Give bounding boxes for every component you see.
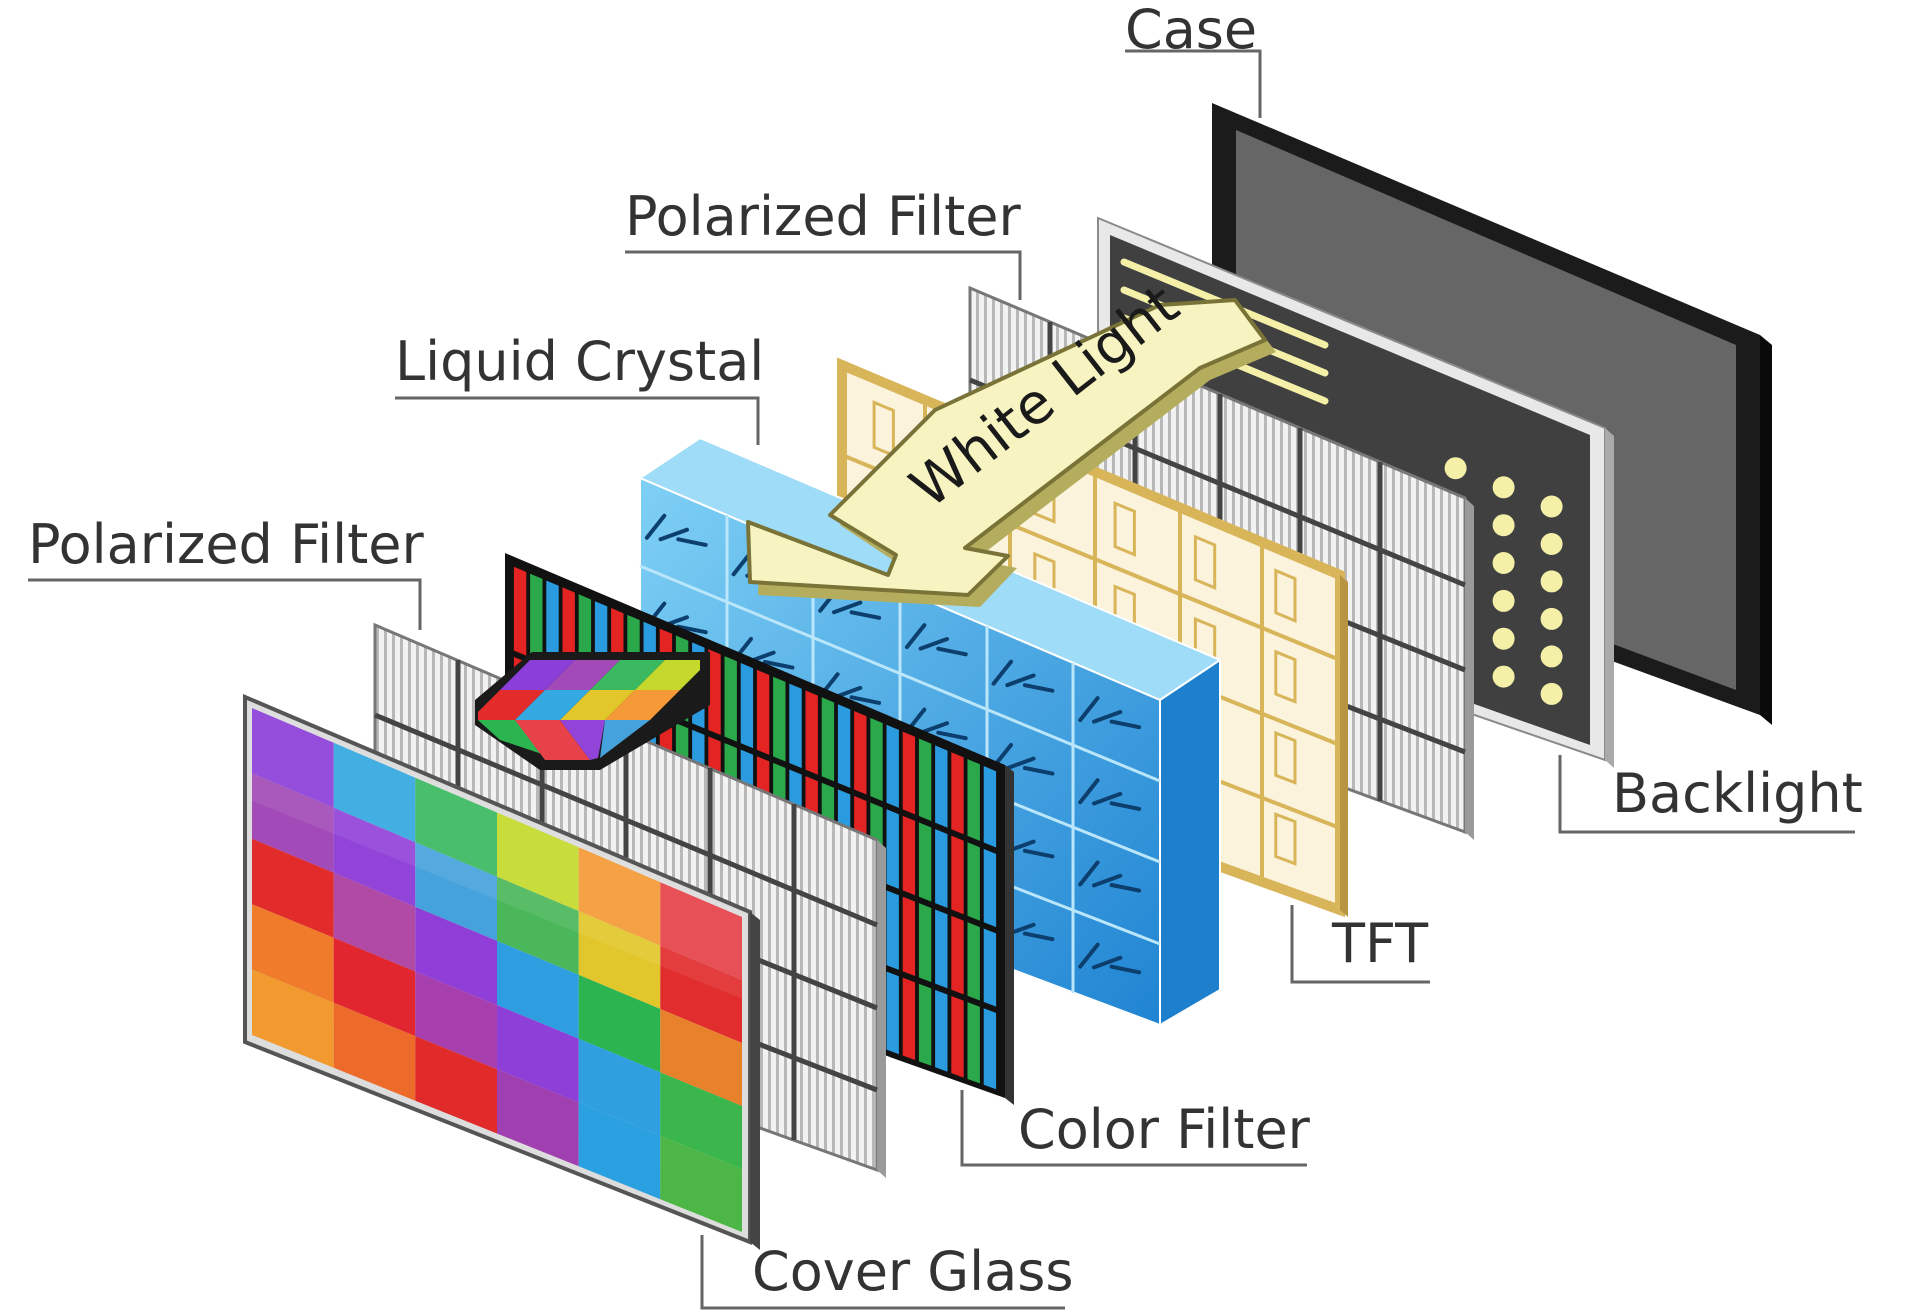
label-case-text: Case — [1125, 0, 1257, 61]
color-arrow-tile — [500, 660, 575, 690]
cover-glass-cell — [660, 945, 742, 1043]
cover-glass-cell — [497, 1005, 579, 1103]
color-arrow-tile — [605, 690, 680, 720]
color-arrow-tile — [560, 690, 635, 720]
label-polarized-filter-back-text: Polarized Filter — [625, 185, 1022, 248]
cover-glass-cell — [497, 1069, 579, 1167]
cover-glass-cell — [578, 911, 661, 1009]
label-polarized-filter-back: Polarized Filter — [625, 185, 1022, 300]
label-case: Case — [1125, 0, 1262, 118]
cover-glass-cell — [252, 773, 334, 873]
backlight-led — [1492, 665, 1515, 688]
label-polarized-filter-front: Polarized Filter — [28, 513, 425, 630]
colored-light-arrow — [475, 652, 710, 770]
color-arrow-tile — [515, 690, 590, 720]
cover-glass-cell — [578, 1038, 661, 1136]
cover-glass-cell — [660, 1135, 742, 1232]
cover-glass-cell — [578, 1102, 661, 1200]
backlight-led — [1492, 476, 1515, 499]
cover-glass-cell — [660, 1009, 742, 1106]
color-arrow-tile — [560, 720, 605, 760]
color-arrow-tile — [635, 660, 700, 690]
label-tft-text: TFT — [1331, 912, 1429, 975]
label-cover-glass-text: Cover Glass — [752, 1240, 1074, 1303]
label-polarized-filter-front-text: Polarized Filter — [28, 513, 425, 576]
cover-glass-cell — [333, 1002, 416, 1101]
backlight-led — [1492, 589, 1515, 612]
cover-glass-cell — [578, 974, 661, 1073]
cover-glass-cell — [497, 876, 579, 975]
color-arrow-tile — [590, 660, 665, 690]
backlight-led — [1540, 570, 1563, 593]
cover-glass-cell — [333, 872, 416, 972]
color-arrow-tile — [545, 660, 620, 690]
cover-glass-cell — [497, 812, 579, 912]
cover-glass-cell — [252, 904, 334, 1003]
cover-glass-cell — [415, 842, 497, 941]
color-arrow-tile — [478, 690, 545, 720]
cover-glass-cell — [252, 969, 334, 1068]
cover-glass-cell — [578, 847, 661, 946]
cover-glass-cell — [415, 906, 497, 1006]
label-color-filter: Color Filter — [960, 1090, 1311, 1167]
cover-glass-cell — [415, 777, 497, 877]
cover-glass-cell — [252, 838, 334, 938]
label-color-filter-text: Color Filter — [1018, 1098, 1311, 1161]
label-backlight-text: Backlight — [1612, 762, 1863, 825]
label-liquid-crystal: Liquid Crystal — [395, 330, 764, 445]
label-tft: TFT — [1290, 905, 1430, 984]
backlight-led — [1492, 552, 1515, 574]
cover-glass-cell — [497, 940, 579, 1039]
backlight-led — [1540, 607, 1563, 630]
label-liquid-crystal-text: Liquid Crystal — [395, 330, 764, 393]
color-arrow-tile — [600, 720, 650, 758]
backlight-led — [1540, 682, 1563, 705]
backlight-led — [1444, 457, 1467, 480]
label-backlight: Backlight — [1558, 755, 1863, 834]
backlight-led — [1540, 495, 1563, 518]
cover-glass-cell — [660, 1072, 742, 1169]
cover-glass-cell — [333, 807, 416, 907]
cover-glass-cell — [333, 937, 416, 1037]
backlight-led — [1492, 514, 1515, 537]
cover-glass-cell — [415, 1036, 497, 1134]
label-cover-glass: Cover Glass — [700, 1235, 1074, 1310]
cover-glass-cell — [415, 971, 497, 1070]
cover-glass-layer — [243, 693, 760, 1250]
cover-glass-cell — [333, 742, 416, 843]
color-arrow-tile — [515, 720, 590, 760]
backlight-led — [1540, 533, 1563, 555]
cover-glass-cell — [660, 882, 742, 980]
backlight-led — [1492, 627, 1515, 650]
backlight-led — [1540, 645, 1563, 668]
cover-glass-cell — [252, 708, 334, 808]
color-arrow-tile — [478, 720, 545, 755]
